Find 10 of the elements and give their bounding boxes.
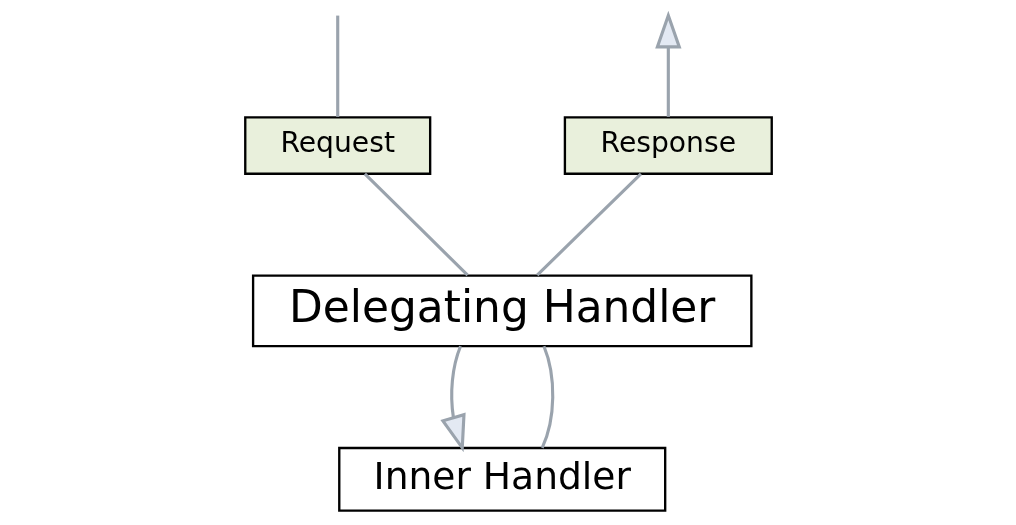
node-box: Delegating Handler: [251, 274, 753, 348]
arrow: [654, 10, 681, 117]
node-box: Inner Handler: [337, 446, 666, 512]
node-box: Response: [563, 116, 773, 175]
connector: [363, 172, 469, 277]
arrow: [439, 345, 466, 453]
node-box: Request: [243, 116, 431, 175]
connector: [540, 345, 554, 449]
connector: [535, 172, 642, 277]
connector: [335, 15, 339, 117]
